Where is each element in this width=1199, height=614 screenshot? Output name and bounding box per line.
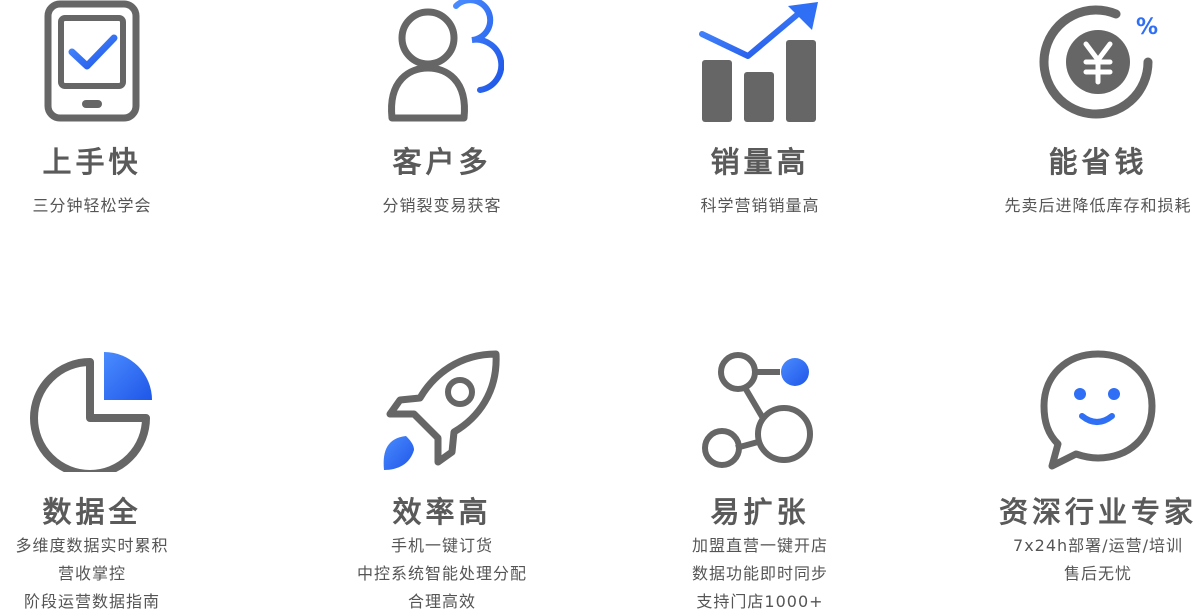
- feature-desc: 加盟直营一键开店: [691, 536, 828, 555]
- feature-desc: 先卖后进降低库存和损耗: [1004, 196, 1192, 215]
- svg-text:%: %: [1136, 15, 1158, 40]
- feature-easy-expansion: 易扩张 加盟直营一键开店 数据功能即时同步 支持门店1000+: [610, 350, 910, 614]
- sales-chart-icon: [699, 2, 818, 122]
- feature-title: 效率高: [392, 495, 492, 529]
- feature-desc: 支持门店1000+: [696, 592, 824, 611]
- feature-desc: 中控系统智能处理分配: [356, 564, 527, 583]
- network-icon: [702, 352, 813, 468]
- feature-title: 客户多: [392, 145, 492, 179]
- feature-desc: 营收掌控: [57, 564, 126, 583]
- feature-desc: 三分钟轻松学会: [32, 196, 152, 215]
- feature-title: 易扩张: [710, 495, 810, 529]
- feature-desc: 分销裂变易获客: [382, 196, 502, 215]
- feature-desc: 科学营销销量高: [700, 196, 820, 215]
- chat-smile-icon: [1040, 350, 1156, 470]
- feature-title: 能省钱: [1048, 145, 1148, 179]
- phone-check-icon: [44, 0, 140, 122]
- feature-efficiency: 效率高 手机一键订货 中控系统智能处理分配 合理高效: [292, 350, 592, 614]
- feature-save-money: % 能省钱 先卖后进降低库存和损耗: [948, 0, 1199, 218]
- feature-desc: 合理高效: [407, 592, 476, 611]
- feature-desc: 数据功能即时同步: [691, 564, 828, 583]
- feature-title: 数据全: [42, 495, 142, 529]
- feature-title: 销量高: [710, 145, 810, 179]
- feature-more-customers: 客户多 分销裂变易获客: [292, 0, 592, 218]
- feature-industry-experts: 资深行业专家 7x24h部署/运营/培训 售后无忧: [948, 350, 1199, 586]
- feature-title: 资深行业专家: [998, 495, 1197, 529]
- feature-desc: 阶段运营数据指南: [23, 592, 160, 611]
- feature-desc: 售后无忧: [1063, 564, 1132, 583]
- feature-high-sales: 销量高 科学营销销量高: [610, 0, 910, 218]
- pie-chart-icon: [30, 352, 152, 472]
- feature-fast-onboarding: 上手快 三分钟轻松学会: [0, 0, 242, 218]
- yen-percent-icon: %: [1039, 5, 1158, 119]
- customers-icon: [388, 0, 504, 122]
- rocket-icon: [383, 350, 500, 470]
- feature-desc: 7x24h部署/运营/培训: [1013, 536, 1183, 555]
- feature-title: 上手快: [42, 145, 142, 179]
- feature-complete-data: 数据全 多维度数据实时累积 营收掌控 阶段运营数据指南: [0, 350, 242, 614]
- feature-desc: 多维度数据实时累积: [15, 536, 169, 555]
- feature-desc: 手机一键订货: [390, 536, 493, 555]
